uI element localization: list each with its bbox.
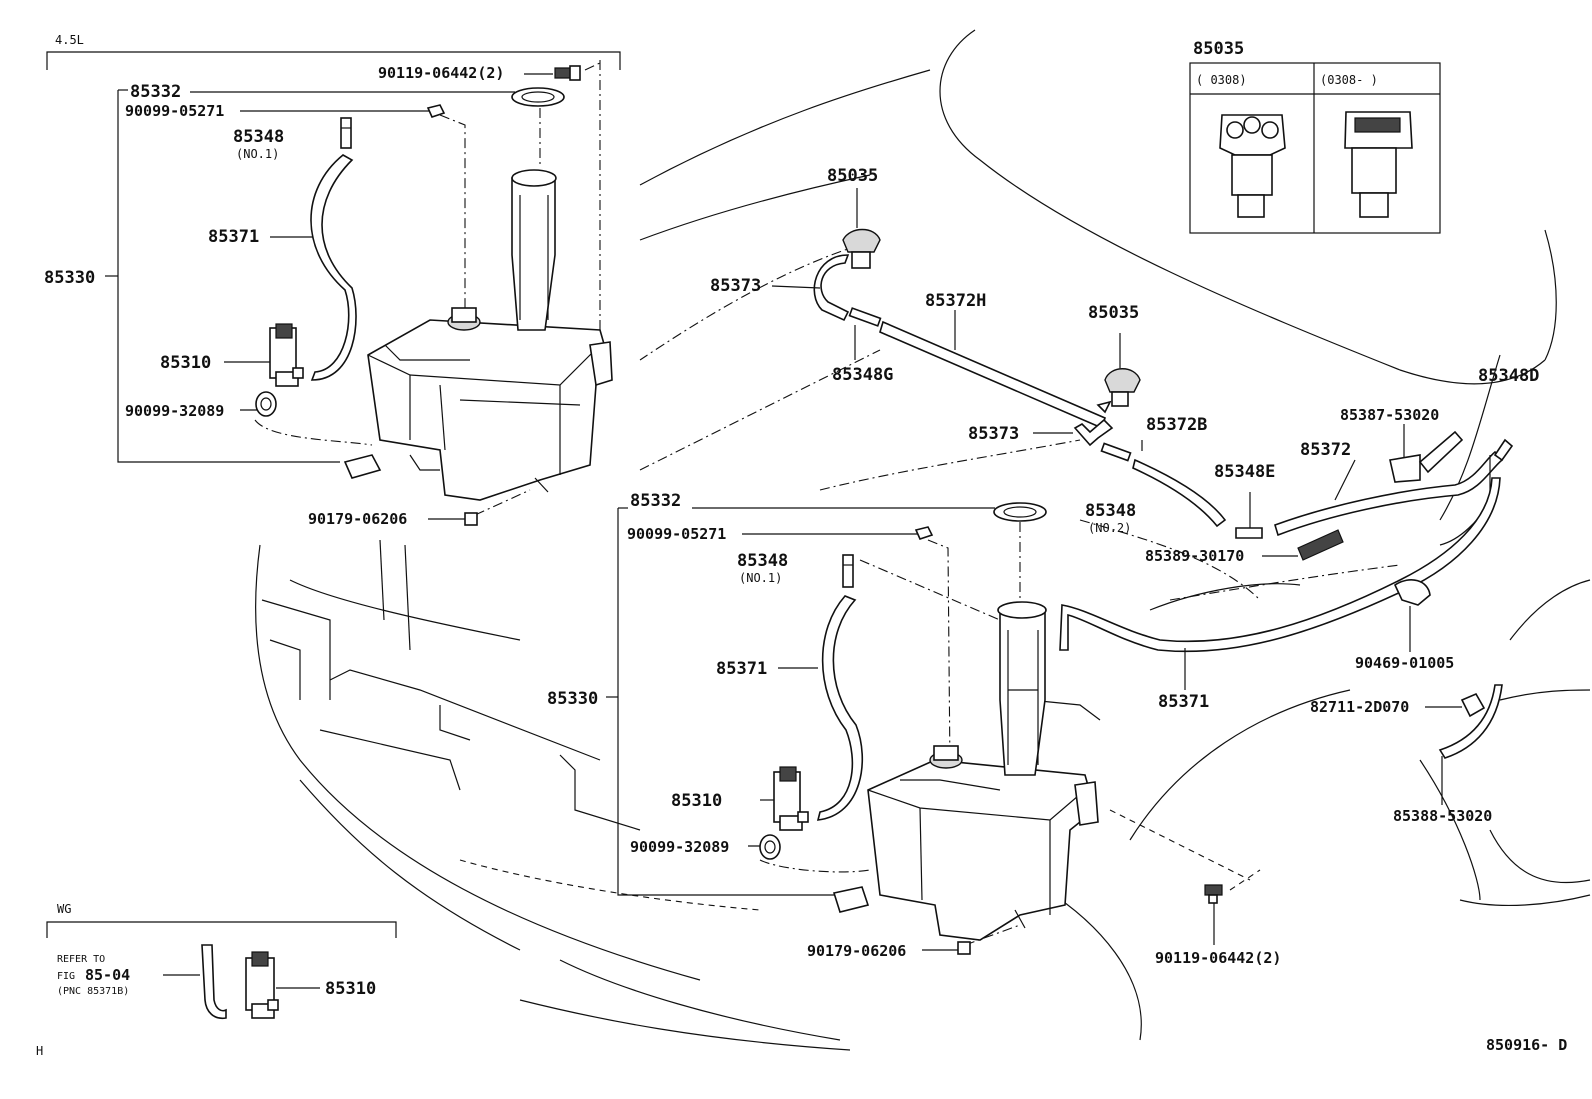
group-wg: [46, 921, 397, 1020]
drawing-number: 850916- D: [1486, 1036, 1567, 1054]
part-number-85310-wg: 85310: [325, 979, 376, 999]
part-note-no1: (NO.1): [236, 147, 279, 161]
part-note-no1-main: (NO.1): [739, 571, 782, 585]
part-number-85330-main: 85330: [547, 689, 598, 709]
inset-range-right: (0308- ): [1320, 73, 1378, 87]
part-number-85371: 85371: [208, 227, 259, 247]
part-number-90099-05271-main: 90099-05271: [627, 525, 726, 543]
vehicle-body-outline: [255, 29, 1591, 1051]
part-number-85389-30170: 85389-30170: [1145, 547, 1244, 565]
part-number-90119-06442-main: 90119-06442(2): [1155, 949, 1281, 967]
part-number-85348-no2: 85348: [1085, 501, 1136, 521]
part-number-85371-long: 85371: [1158, 692, 1209, 712]
wg-pnc: (PNC 85371B): [57, 986, 129, 997]
part-number-90099-05271: 90099-05271: [125, 102, 224, 120]
part-number-90179-06206: 90179-06206: [308, 510, 407, 528]
part-number-85348d: 85348D: [1478, 366, 1539, 386]
wg-fig: FIG: [57, 971, 75, 982]
part-note-no2: (NO.2): [1088, 521, 1131, 535]
part-number-90179-06206-main: 90179-06206: [807, 942, 906, 960]
group-4-5l-label: 4.5L: [55, 33, 84, 47]
part-number-85035: 85035: [827, 166, 878, 186]
inset-85035: [1189, 62, 1441, 234]
part-number-85387-53020: 85387-53020: [1340, 406, 1439, 424]
part-number-85371-main: 85371: [716, 659, 767, 679]
part-number-82711-2d070: 82711-2D070: [1310, 698, 1409, 716]
part-number-85310: 85310: [160, 353, 211, 373]
group-wg-label: WG: [57, 902, 71, 916]
part-number-85373-second: 85373: [968, 424, 1019, 444]
part-number-85372h: 85372H: [925, 291, 986, 311]
part-number-90099-32089: 90099-32089: [125, 402, 224, 420]
group-4-5l: 4.5L: [46, 33, 621, 526]
part-number-85372: 85372: [1300, 440, 1351, 460]
part-number-85372b: 85372B: [1146, 415, 1207, 435]
part-number-85348g: 85348G: [832, 365, 893, 385]
part-number-85330: 85330: [44, 268, 95, 288]
inset-range-left: ( 0308): [1196, 73, 1247, 87]
part-labels: 85332 90119-06442(2) 90099-05271 85348 (…: [36, 39, 1567, 1058]
part-number-85373: 85373: [710, 276, 761, 296]
part-number-85035-second: 85035: [1088, 303, 1139, 323]
corner-mark: H: [36, 1044, 43, 1058]
part-number-85348e: 85348E: [1214, 462, 1275, 482]
part-number-85332: 85332: [130, 82, 181, 102]
wg-refer-to: REFER TO: [57, 954, 105, 965]
part-number-85310-main: 85310: [671, 791, 722, 811]
part-number-85348: 85348: [233, 127, 284, 147]
part-number-90119-06442: 90119-06442(2): [378, 64, 504, 82]
part-number-85388-53020: 85388-53020: [1393, 807, 1492, 825]
part-number-90469-01005: 90469-01005: [1355, 654, 1454, 672]
main-tank-group: [606, 502, 1251, 955]
part-number-85348-main: 85348: [737, 551, 788, 571]
part-number-90099-32089-main: 90099-32089: [630, 838, 729, 856]
wg-fig-number: 85-04: [85, 966, 130, 984]
nozzle-hoses: [771, 188, 1514, 805]
inset-title: 85035: [1193, 39, 1244, 59]
part-number-85332-main: 85332: [630, 491, 681, 511]
